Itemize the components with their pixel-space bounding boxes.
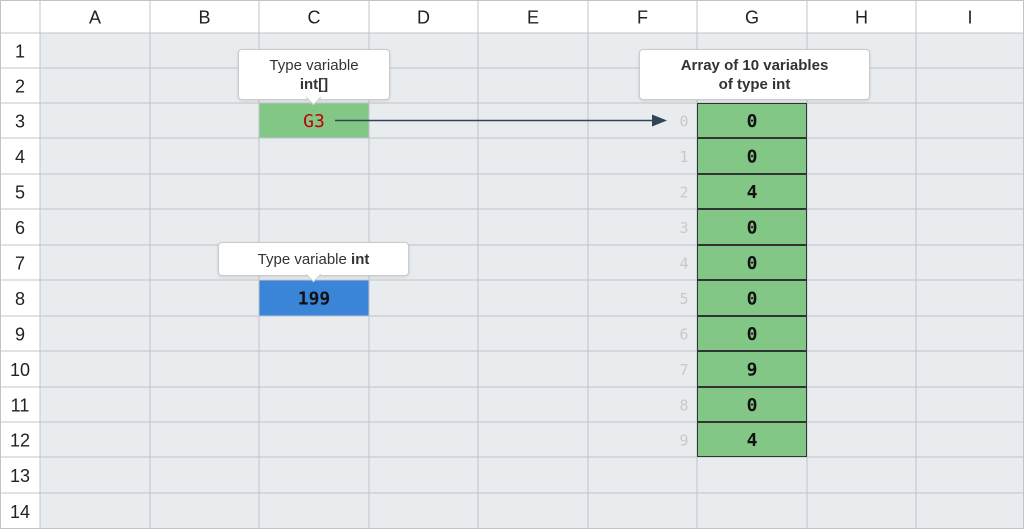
array-cell xyxy=(697,209,807,245)
array-index: 7 xyxy=(679,361,688,379)
row-header-2: 2 xyxy=(15,77,25,97)
array-index: 3 xyxy=(679,219,688,237)
array-cell xyxy=(697,103,807,138)
array-value: 0 xyxy=(747,395,758,416)
row-header-7: 7 xyxy=(15,254,25,274)
callout-array-line1: Array of 10 variables xyxy=(680,56,829,74)
row-header-11: 11 xyxy=(11,396,30,416)
array-value: 4 xyxy=(747,182,758,203)
array-cell xyxy=(697,245,807,280)
reference-arrow-head xyxy=(652,114,667,127)
array-value: 0 xyxy=(747,324,758,345)
array-cell-border xyxy=(697,174,807,209)
array-value: 0 xyxy=(747,253,758,274)
array-cell-border xyxy=(697,209,807,245)
array-cell-border xyxy=(697,103,807,138)
row-header-14: 14 xyxy=(10,502,30,522)
array-cell-border xyxy=(697,280,807,316)
row-header-6: 6 xyxy=(15,218,25,238)
array-cell xyxy=(697,138,807,174)
array-index: 5 xyxy=(679,290,688,308)
array-cell-border xyxy=(697,245,807,280)
array-cell xyxy=(697,280,807,316)
reference-cell-value: G3 xyxy=(303,111,325,132)
callout-ref-line2: int[] xyxy=(299,75,329,93)
array-index: 2 xyxy=(679,184,688,202)
array-cell xyxy=(697,422,807,457)
column-header-g: G xyxy=(745,8,759,28)
column-header-b: B xyxy=(198,8,210,28)
row-header-9: 9 xyxy=(15,325,25,345)
callout-int-type: Type variable int xyxy=(218,242,409,283)
array-cell xyxy=(697,174,807,209)
row-header-8: 8 xyxy=(15,289,25,309)
array-index: 6 xyxy=(679,326,688,344)
row-header-5: 5 xyxy=(15,183,25,203)
callout-array-line2: of type int xyxy=(718,75,791,93)
array-value: 0 xyxy=(747,147,758,168)
column-header-a: A xyxy=(89,8,101,28)
column-header-bar xyxy=(0,0,1024,33)
array-cell-border xyxy=(697,422,807,457)
row-header-3: 3 xyxy=(15,112,25,132)
row-header-4: 4 xyxy=(15,147,25,167)
array-index: 8 xyxy=(679,397,688,415)
array-cell xyxy=(697,351,807,387)
array-value: 0 xyxy=(747,111,758,132)
array-value: 9 xyxy=(747,360,758,381)
int-cell-c8 xyxy=(259,280,369,316)
callout-int-bold: int xyxy=(351,250,370,268)
callout-ref-type: Type variable int[] xyxy=(238,49,390,106)
int-cell-value: 199 xyxy=(298,289,331,310)
array-index: 9 xyxy=(679,432,688,450)
column-header-c: C xyxy=(308,8,321,28)
callout-ref-line1: Type variable xyxy=(269,56,359,74)
callout-array-type: Array of 10 variables of type int xyxy=(639,49,870,100)
callout-int-prefix: Type variable xyxy=(257,250,352,268)
row-header-13: 13 xyxy=(10,466,30,486)
row-header-12: 12 xyxy=(10,431,30,451)
array-cell-border xyxy=(697,351,807,387)
column-header-f: F xyxy=(637,8,648,28)
array-cell xyxy=(697,316,807,351)
row-header-1: 1 xyxy=(15,42,25,62)
row-header-10: 10 xyxy=(10,360,30,380)
array-cell-border xyxy=(697,387,807,422)
column-header-i: I xyxy=(967,8,972,28)
array-value: 0 xyxy=(747,289,758,310)
array-cell xyxy=(697,387,807,422)
column-header-h: H xyxy=(855,8,868,28)
column-header-e: E xyxy=(527,8,539,28)
array-cell-border xyxy=(697,138,807,174)
array-index: 4 xyxy=(679,255,688,273)
array-value: 4 xyxy=(747,430,758,451)
array-index: 1 xyxy=(679,148,688,166)
array-index: 0 xyxy=(679,113,688,131)
array-cell-border xyxy=(697,316,807,351)
column-header-d: D xyxy=(417,8,430,28)
row-header-bar xyxy=(0,0,40,529)
array-value: 0 xyxy=(747,218,758,239)
